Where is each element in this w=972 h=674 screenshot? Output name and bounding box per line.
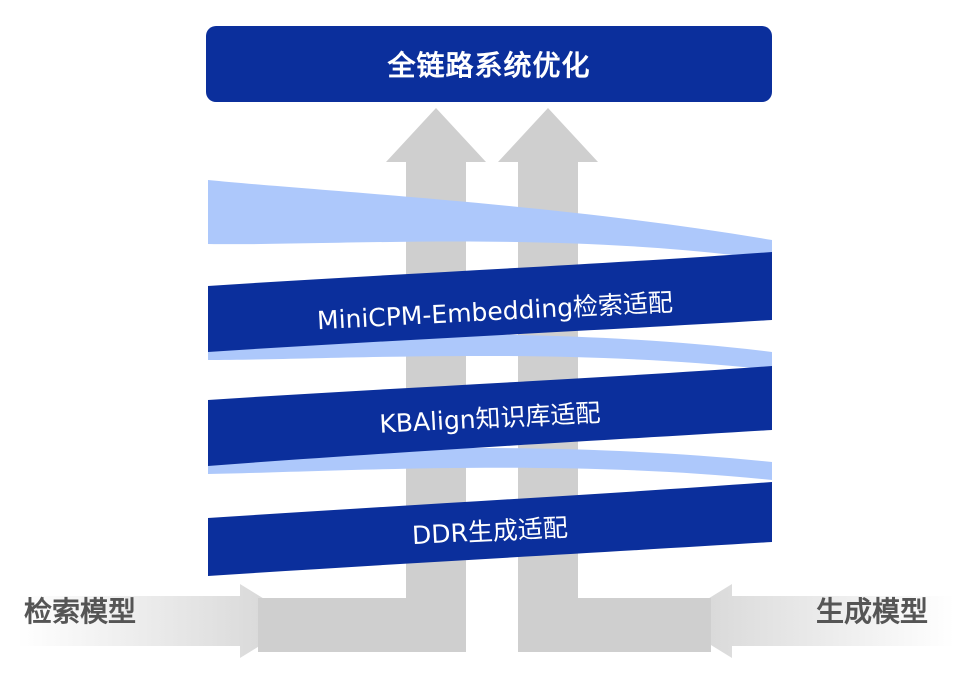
band-2 — [208, 366, 772, 466]
right-input-arrow — [672, 584, 954, 658]
retrieval-model-label: 检索模型 — [24, 595, 137, 628]
left-input-arrow — [18, 584, 300, 658]
band-1 — [208, 252, 772, 352]
system-optimization-box: 全链路系统优化 — [206, 26, 772, 102]
ribbon-back-1 — [208, 180, 772, 260]
band-3 — [208, 482, 772, 576]
page-title: 全链路系统优化 — [387, 49, 591, 82]
ribbon-back-3 — [208, 447, 772, 480]
generation-model-label: 生成模型 — [816, 595, 929, 628]
